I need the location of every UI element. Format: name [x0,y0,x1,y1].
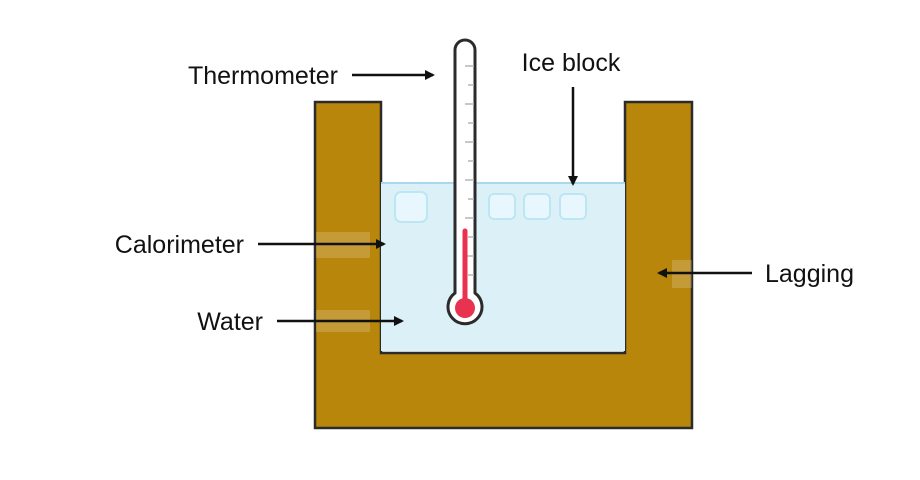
ice-block [488,193,516,220]
thermometer-icon [446,38,484,326]
ice-block-label: Ice block [522,49,621,77]
ice-block [559,193,587,220]
thermometer-label: Thermometer [188,62,338,90]
thermometer-body [446,38,484,326]
ice-block-large [394,191,428,223]
calorimeter-label: Calorimeter [115,231,244,259]
ice-block [523,193,551,220]
thermometer-bulb [455,298,475,318]
water-label: Water [197,308,263,336]
thermometer-scale [465,65,474,276]
lagging-label: Lagging [765,260,854,288]
